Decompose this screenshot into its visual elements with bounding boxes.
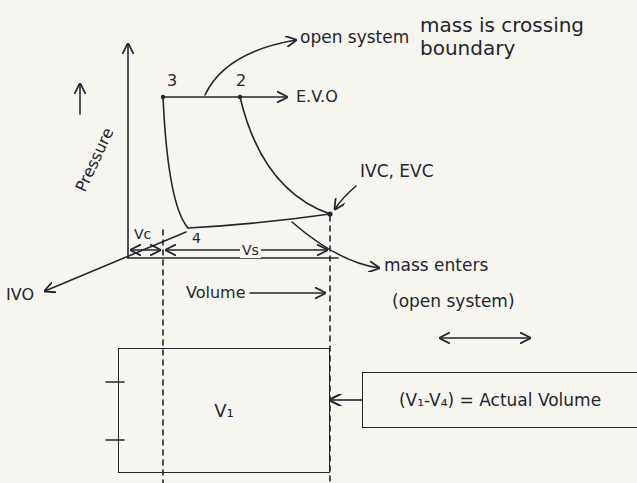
- callout-note: open system: [300, 28, 409, 48]
- cylinder-box: V₁: [118, 348, 330, 473]
- dashed-projection: [162, 230, 164, 483]
- valve-event: IVO: [6, 286, 34, 304]
- state-number: 4: [192, 230, 201, 246]
- constant-pressure-line: [163, 96, 287, 98]
- leader-line: [292, 222, 379, 268]
- state-number: 2: [236, 72, 246, 90]
- valve-event: IVC, EVC: [360, 162, 434, 182]
- leader-line: [205, 40, 296, 95]
- volume-axis: [128, 257, 338, 259]
- cylinder-marks: [106, 382, 124, 440]
- state-point: [161, 95, 165, 99]
- connector-arrow: [330, 399, 362, 401]
- callout-note: mass enters: [384, 256, 488, 276]
- state-point: [327, 211, 332, 216]
- volume-arrow: [250, 292, 325, 294]
- node-text: (V₁-V₄) = Actual Volume: [399, 390, 601, 410]
- note-box: (V₁-V₄) = Actual Volume: [362, 372, 637, 428]
- callout-note: (open system): [392, 292, 515, 312]
- compression-curve: [163, 97, 188, 228]
- dimension-label: Vc: [134, 226, 151, 242]
- valve-event: E.V.O: [296, 88, 338, 106]
- callout-note: mass is crossing boundary: [420, 14, 595, 60]
- axis-label: Volume: [186, 284, 246, 302]
- node-text: V₁: [214, 400, 234, 422]
- expansion-curve: [240, 97, 330, 214]
- clearance-dimension: [131, 249, 160, 251]
- leader-line: [45, 232, 186, 291]
- dimension-label: Vs: [240, 242, 261, 258]
- state-number: 3: [167, 72, 177, 90]
- pressure-arrow: [79, 84, 81, 114]
- axis-label: Pressure: [72, 125, 118, 195]
- state-point: [238, 95, 242, 99]
- leader-line: [335, 186, 356, 209]
- double-arrow: [440, 337, 530, 339]
- intake-line: [188, 214, 330, 228]
- pressure-axis: [127, 44, 129, 258]
